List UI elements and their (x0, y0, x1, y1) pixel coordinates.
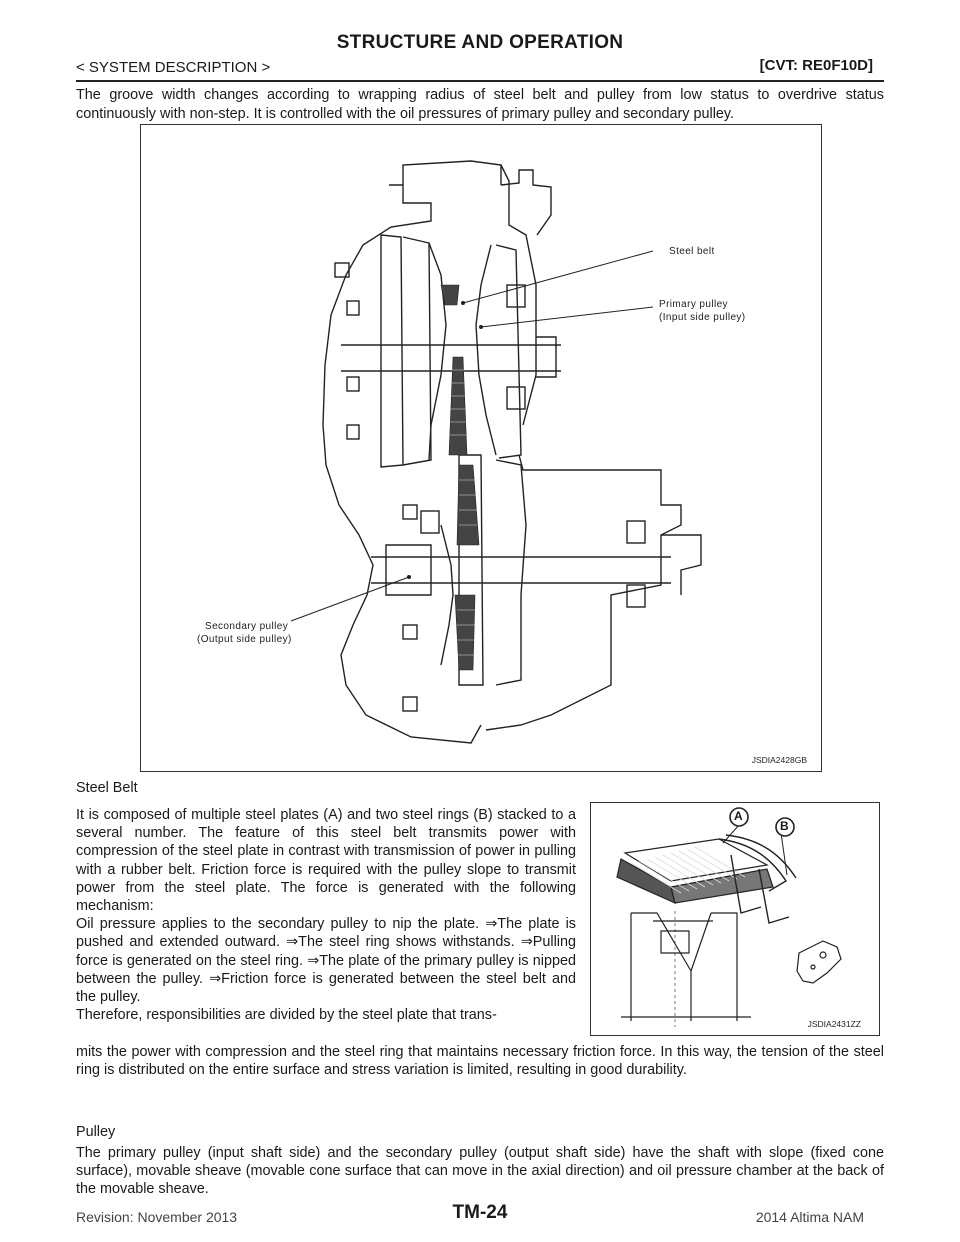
revision-date: Revision: November 2013 (76, 1209, 238, 1225)
steel-belt-drawing (616, 807, 842, 1027)
label-primary-pulley: Primary pulley (659, 299, 728, 310)
label-primary-pulley-sub: (Input side pulley) (659, 312, 746, 323)
steel-belt-responsibility-text: Therefore, responsibilities are divided … (76, 1007, 497, 1024)
callout-b-label: B (780, 819, 789, 833)
page-title: STRUCTURE AND OPERATION (336, 32, 624, 53)
pulley-paragraph: The primary pulley (input shaft side) an… (76, 1145, 884, 1198)
steel-belt-figure: A B JSDIA2431ZZ (590, 802, 880, 1036)
callout-b-circle (775, 817, 795, 837)
steel-belt-paragraph-2: mits the power with compression and the … (76, 1044, 884, 1079)
header-divider (76, 80, 884, 82)
section-heading-steel-belt: Steel Belt (76, 780, 138, 796)
label-steel-belt: Steel belt (669, 246, 715, 257)
figure-code: JSDIA2428GB (751, 755, 807, 765)
vehicle-model: 2014 Altima NAM (755, 1209, 864, 1225)
steel-belt-mechanism-text: Oil pressure applies to the secondary pu… (76, 916, 576, 1006)
callout-a-label: A (734, 809, 743, 823)
figure-code: JSDIA2431ZZ (807, 1019, 861, 1029)
callout-a-circle (729, 807, 749, 827)
steel-belt-composition-text: It is composed of multiple steel plates … (76, 807, 576, 915)
section-heading-pulley: Pulley (76, 1124, 116, 1140)
label-secondary-pulley: Secondary pulley (205, 621, 289, 632)
cvt-cross-section-figure: Steel belt Primary pulley (Input side pu… (140, 124, 822, 772)
page-number: TM-24 (452, 1202, 508, 1223)
cvt-cross-section-drawing (290, 160, 702, 744)
label-secondary-pulley-sub: (Output side pulley) (197, 634, 292, 645)
intro-paragraph: The groove width changes according to wr… (76, 87, 884, 122)
model-code: [CVT: RE0F10D] (759, 57, 873, 74)
breadcrumb: < SYSTEM DESCRIPTION > (76, 59, 271, 76)
steel-belt-paragraph-1: It is composed of multiple steel plates … (76, 806, 576, 1024)
